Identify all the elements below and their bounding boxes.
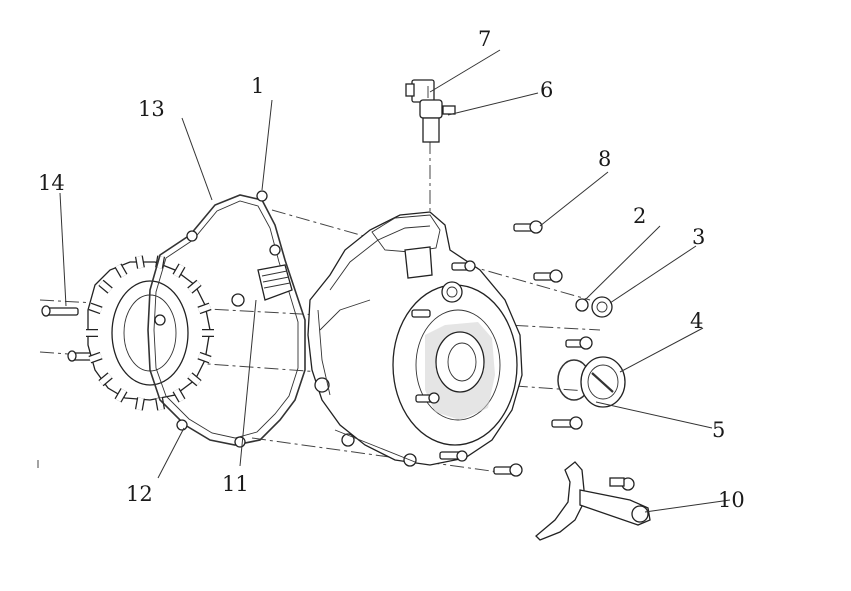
stator-tooth-face [197,352,212,363]
stator-tooth-face [188,373,201,386]
stator-tooth-face [88,352,103,363]
plug-and-washer [575,296,613,318]
stator-tooth-face [88,303,103,314]
stator-tooth-face [136,255,144,269]
stator-tooth-face [136,397,144,411]
callout-7: 7 [478,27,491,51]
wire-grommet [231,264,293,307]
stator-bolts [41,305,95,362]
callout-13: 13 [138,97,165,121]
callout-labels: 1 2 3 4 5 6 7 8 10 11 12 13 14 [38,27,745,512]
stator-tooth-face [197,303,212,314]
callout-2: 2 [633,204,646,228]
callout-14: 14 [38,171,65,195]
stator-tooth-face [99,373,112,386]
callout-4: 4 [690,309,703,333]
callout-8: 8 [598,147,611,171]
stator-tooth-face [156,255,164,269]
right-bolts [493,220,593,477]
shift-lever [535,461,651,541]
callout-3: 3 [692,225,705,249]
callout-1: 1 [251,74,264,98]
callout-10: 10 [718,488,745,512]
timing-cap [557,356,626,408]
stator-tooth-face [188,280,201,293]
callout-12: 12 [126,482,153,506]
stator-tooth-face [173,264,185,278]
callout-5: 5 [712,418,725,442]
stator-tooth-face [115,388,127,402]
callout-11: 11 [222,472,249,496]
cover-gasket [147,190,306,448]
cover-bolts [411,260,476,462]
stator-tooth-face [173,388,185,402]
stator [86,255,214,411]
crankcase-cover [307,211,523,467]
callout-6: 6 [540,78,553,102]
speed-sensor [405,79,456,143]
leader-lines [59,49,731,513]
stator-tooth-face [115,264,127,278]
stator-tooth-face [99,280,112,293]
